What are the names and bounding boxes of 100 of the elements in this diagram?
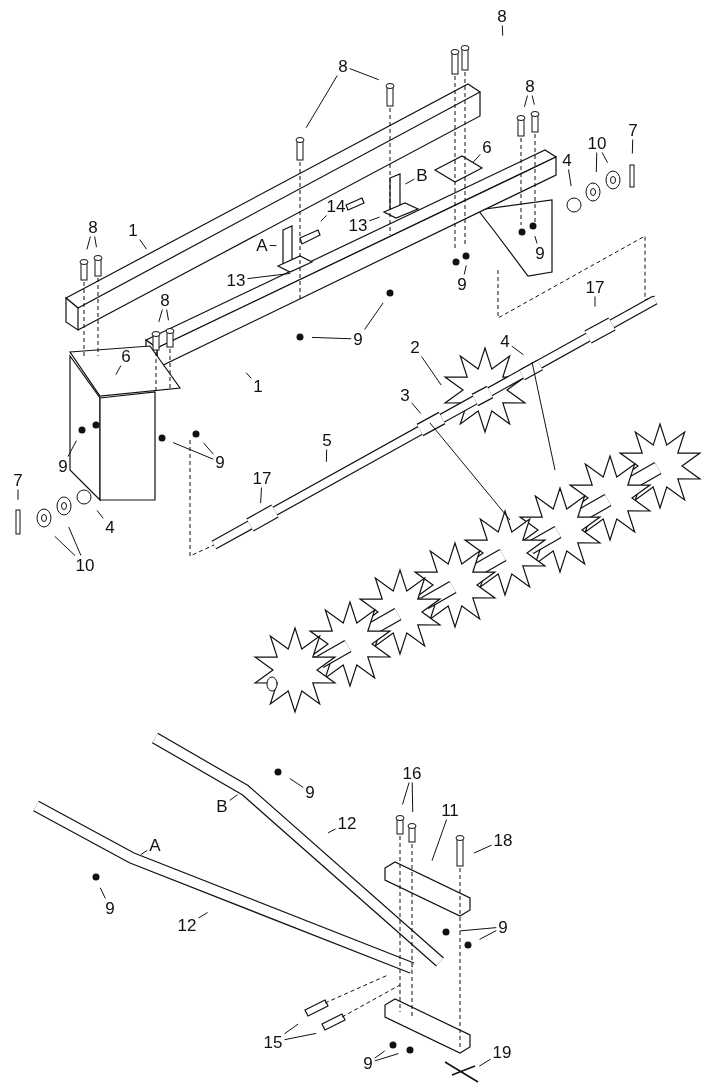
callout-number: 8 [524, 77, 536, 95]
leader-line [511, 345, 524, 356]
callout-number: 2 [409, 338, 421, 356]
callout-number: 10 [74, 556, 96, 574]
leader-line [364, 302, 384, 330]
leader-line [531, 95, 535, 106]
callout-number: 12 [176, 916, 198, 934]
leader-line [501, 25, 504, 37]
leader-line [411, 402, 422, 414]
callout-number: 11 [440, 801, 460, 819]
callout-number: 9 [456, 275, 468, 293]
callout-number: 9 [104, 899, 116, 917]
leader-line [172, 442, 214, 460]
callout-number: 10 [586, 134, 608, 152]
leader-line [245, 372, 252, 379]
leader-line [327, 828, 337, 834]
leader-line [305, 75, 338, 129]
leader-line [401, 782, 410, 805]
leader-line [67, 440, 77, 457]
leader-line [473, 844, 493, 854]
leader-line [229, 794, 239, 801]
leader-line [471, 153, 481, 164]
callout-number: 4 [104, 518, 116, 536]
callout-number: 14 [325, 197, 347, 215]
callout-number: 8 [496, 7, 508, 25]
leader-line [595, 152, 598, 173]
leader-line [568, 169, 572, 187]
callout-number: 17 [251, 469, 273, 487]
leader-line [368, 216, 381, 222]
leader-line [523, 95, 528, 108]
callout-number: 8 [87, 218, 99, 236]
leader-line [94, 236, 97, 248]
leader-line [411, 782, 414, 813]
callout-number: 6 [481, 138, 493, 156]
callout-number: 1 [252, 377, 264, 395]
leader-line [197, 912, 209, 919]
callout-number: 5 [321, 431, 333, 449]
callout-number: 4 [561, 151, 573, 169]
leader-line [260, 487, 262, 504]
callout-number: 8 [159, 291, 171, 309]
callout-number: 9 [57, 457, 69, 475]
callout-number: 13 [225, 271, 247, 289]
leader-line [166, 309, 169, 321]
leader-line [96, 510, 104, 519]
callout-number: 13 [347, 216, 369, 234]
callout-number: 7 [12, 471, 24, 489]
callout-number: 4 [499, 332, 511, 350]
leader-line [534, 235, 538, 244]
leader-line [479, 930, 497, 940]
callout-number: 3 [399, 386, 411, 404]
callout-number: 9 [304, 783, 316, 801]
leader-line [203, 442, 214, 455]
callout-number: 17 [584, 278, 606, 296]
callout-number: B [415, 166, 429, 184]
callout-number: 6 [120, 347, 132, 365]
leader-line [289, 778, 304, 788]
callout-number: 9 [497, 918, 509, 936]
callout-number: 9 [352, 330, 364, 348]
leader-line [283, 1023, 299, 1035]
callout-number: 8 [337, 57, 349, 75]
leader-line [269, 244, 277, 247]
callout-number: A [148, 836, 162, 854]
leader-line [311, 336, 352, 340]
leader-line [421, 356, 442, 386]
leader-line [374, 1053, 400, 1062]
leader-line [349, 68, 380, 81]
leader-line [463, 264, 467, 275]
leader-line [86, 236, 91, 250]
callout-number: B [215, 797, 229, 815]
callout-number: 18 [492, 831, 514, 849]
leader-line [374, 1050, 386, 1059]
leader-line [283, 1032, 317, 1041]
callout-number: 9 [214, 453, 226, 471]
callout-number: 7 [627, 121, 639, 139]
leader-line [115, 365, 122, 376]
callout-number: 19 [491, 1043, 513, 1061]
leader-line [158, 309, 163, 323]
leader-line [54, 535, 76, 556]
leader-line [325, 449, 328, 463]
leader-line [459, 927, 497, 932]
leader-line [139, 239, 147, 250]
leader-line [99, 887, 106, 899]
leader-line [17, 489, 19, 501]
leader-line [601, 152, 609, 164]
leader-line [431, 819, 448, 862]
leader-line [404, 178, 415, 185]
leader-line [246, 272, 291, 280]
leader-line [68, 526, 82, 556]
callout-number: 9 [534, 244, 546, 262]
leader-line [140, 849, 148, 855]
leader-line [320, 215, 327, 222]
callout-number: 12 [336, 814, 358, 832]
leader-line [594, 296, 596, 308]
callout-number: 16 [401, 764, 423, 782]
callout-number: 15 [262, 1033, 284, 1051]
leader-line [631, 139, 634, 155]
callout-number: 1 [127, 221, 139, 239]
callout-number: 9 [362, 1054, 374, 1072]
callout-number: A [255, 236, 269, 254]
leader-line [478, 1058, 492, 1067]
